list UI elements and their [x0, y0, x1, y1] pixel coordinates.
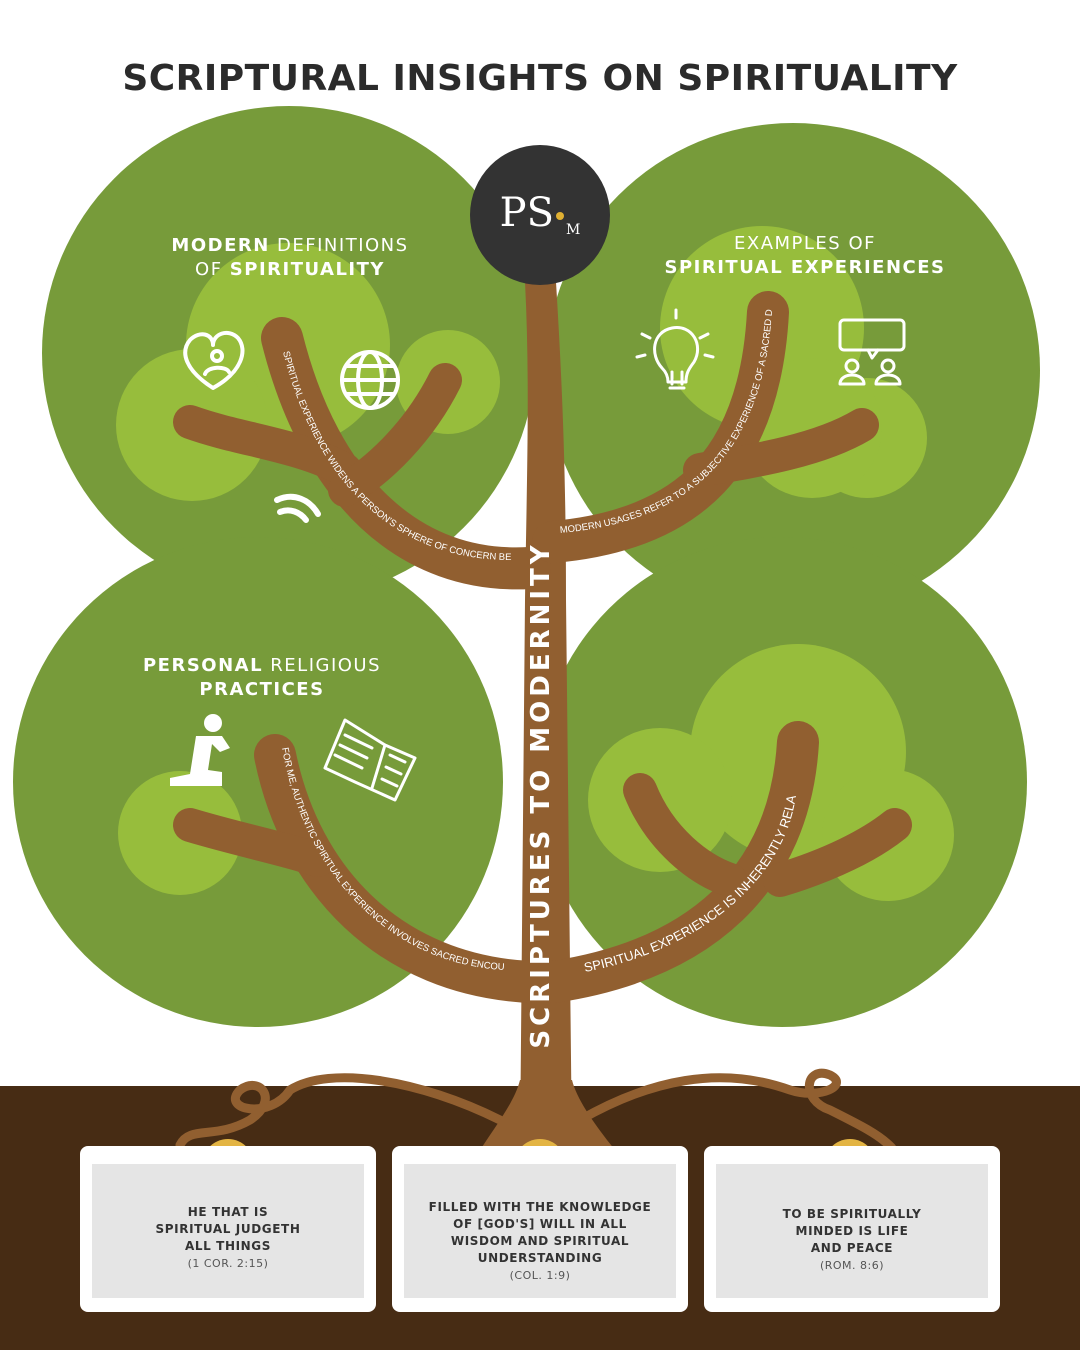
card-line: SPIRITUAL JUDGETH [155, 1222, 301, 1236]
card-reference: (ROM. 8:6) [819, 1259, 885, 1272]
heart-person-icon [183, 330, 245, 390]
wifi-icon [274, 493, 321, 523]
tree-roots [175, 1068, 897, 1153]
logo-text: PS M [470, 190, 610, 238]
tree-trunk [520, 282, 572, 1150]
card-line: TO BE SPIRITUALLY [782, 1207, 922, 1221]
praying-person-icon [170, 714, 230, 786]
tree-branches [173, 291, 912, 1003]
scripture-card-1: HE THAT IS SPIRITUAL JUDGETH ALL THINGS … [80, 1146, 376, 1312]
label-personal-practices: PERSONAL RELIGIOUS PRACTICES [142, 655, 382, 700]
card-line: AND PEACE [810, 1241, 894, 1255]
scripture-card-3: TO BE SPIRITUALLY MINDED IS LIFE AND PEA… [704, 1146, 1000, 1312]
card-line: OF [GOD'S] WILL IN ALL [453, 1217, 627, 1231]
logo-dot-icon [555, 212, 564, 220]
globe-icon [340, 350, 400, 410]
people-chat-icon [838, 318, 906, 386]
page-title: SCRIPTURAL INSIGHTS ON SPIRITUALITY [122, 58, 958, 99]
logo-main: PS [499, 190, 554, 236]
trunk-base [480, 1080, 615, 1150]
card-line: WISDOM AND SPIRITUAL [450, 1234, 630, 1248]
card-line: MINDED IS LIFE [795, 1224, 909, 1238]
label-spiritual-experiences: EXAMPLES OF SPIRITUAL EXPERIENCES [664, 233, 946, 278]
open-book-icon [323, 718, 417, 802]
logo-badge [470, 145, 610, 285]
card-reference: (COL. 1:9) [509, 1269, 571, 1282]
trunk-label: SCRIPTURES TO MODERNITY [526, 541, 556, 1049]
card-reference: (1 COR. 2:15) [187, 1257, 269, 1270]
logo-sub: M [565, 222, 581, 238]
card-line: UNDERSTANDING [477, 1251, 603, 1265]
lightbulb-icon [635, 308, 715, 390]
scripture-card-2: FILLED WITH THE KNOWLEDGE OF [GOD'S] WIL… [392, 1146, 688, 1312]
card-line: HE THAT IS [187, 1205, 269, 1219]
card-line: FILLED WITH THE KNOWLEDGE [428, 1200, 652, 1214]
card-line: ALL THINGS [185, 1239, 271, 1253]
label-modern-definitions: MODERN DEFINITIONS OF SPIRITUALITY [171, 235, 409, 280]
